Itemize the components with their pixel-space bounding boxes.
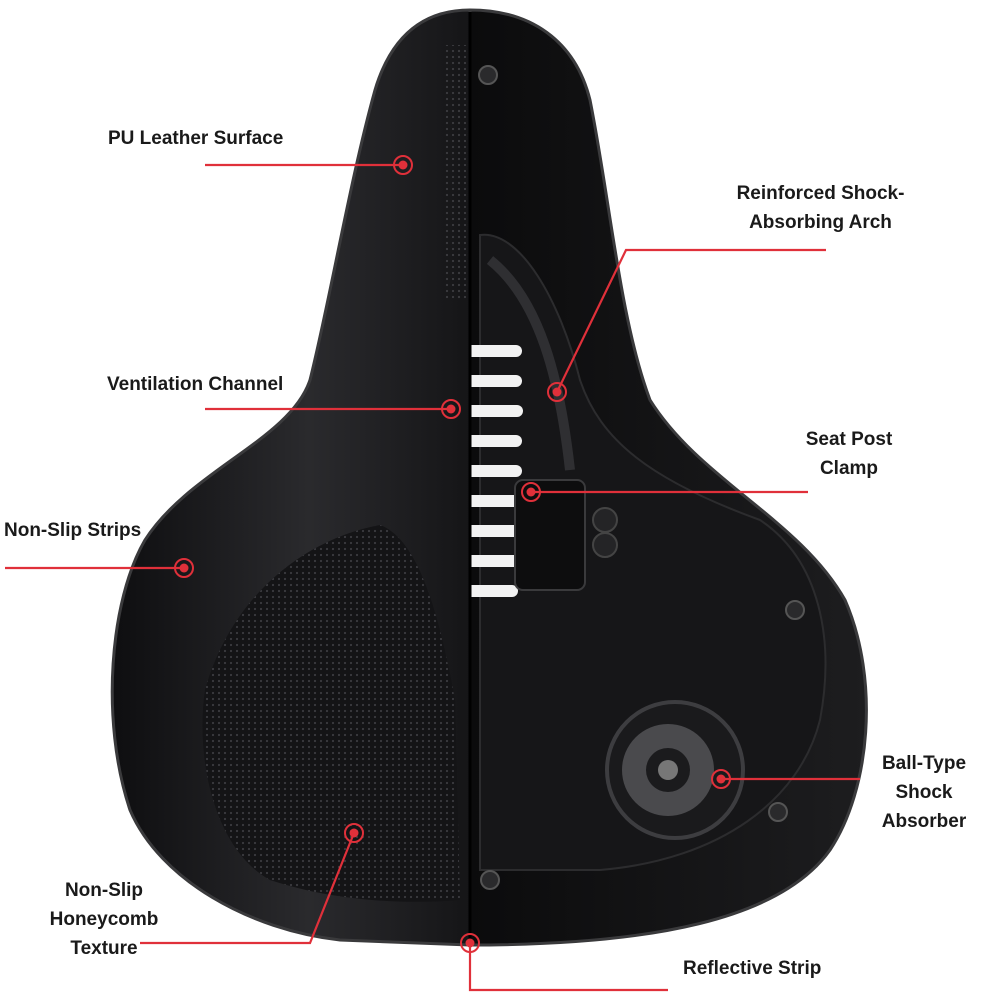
- leader-honeycomb: [140, 832, 356, 945]
- label-pu-leather-surface: PU Leather Surface: [108, 128, 284, 149]
- leader-reinforced-arch: [556, 248, 826, 393]
- markers: [174, 155, 731, 953]
- label-non-slip-strips: Non-Slip Strips: [4, 520, 142, 541]
- label-ball-type-absorber: Ball-Type Shock Absorber: [881, 753, 967, 832]
- leader-lines: [5, 163, 860, 992]
- label-honeycomb-texture: Non-Slip Honeycomb Texture: [49, 880, 159, 959]
- marker-reflective-strip: [460, 933, 480, 953]
- ventilation-slots: [470, 345, 523, 597]
- clamp-body: [514, 479, 586, 591]
- saddle-left-half: [110, 8, 470, 947]
- marker-non-slip-strips: [174, 558, 194, 578]
- label-reflective-strip: Reflective Strip: [683, 958, 822, 979]
- marker-pu-leather: [393, 155, 413, 175]
- marker-honeycomb: [344, 823, 364, 843]
- marker-reinforced-arch: [547, 382, 567, 402]
- label-ventilation-channel: Ventilation Channel: [107, 374, 284, 395]
- marker-seat-post-clamp: [521, 482, 541, 502]
- label-reinforced-arch: Reinforced Shock- Absorbing Arch: [736, 183, 905, 233]
- top-strip: [445, 45, 468, 300]
- label-seat-post-clamp: Seat Post Clamp: [805, 429, 893, 479]
- leader-reflective-strip: [468, 943, 668, 992]
- marker-ball-absorber: [711, 769, 731, 789]
- marker-ventilation: [441, 399, 461, 419]
